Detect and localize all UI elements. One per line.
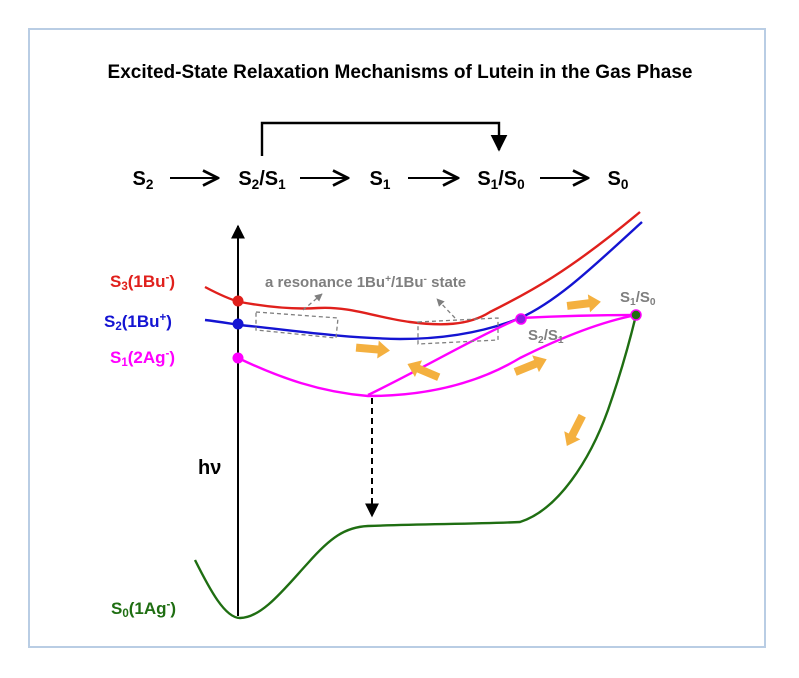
flow-arrow-s1-return (407, 360, 441, 381)
resonance-label: a resonance 1Bu+/1Bu- state (265, 274, 466, 292)
s0-curve (193, 314, 638, 620)
pathway-state-s2s1: S2/S1 (238, 168, 286, 192)
resonance-box-right (417, 317, 499, 345)
pathway-state-s2: S2 (133, 168, 154, 192)
diagram-title: Excited-State Relaxation Mechanisms of L… (108, 62, 693, 83)
ci-label-s2s1: S2/S1 (528, 327, 564, 346)
pathway-state-s1s0: S1/S0 (477, 168, 524, 192)
bypass-arrow (260, 121, 508, 156)
flow-arrow-s0-descent (564, 413, 586, 447)
figure-frame (28, 28, 766, 648)
pathway-state-s1: S1 (370, 168, 391, 192)
flow-arrow-s1-branch (513, 355, 547, 376)
flow-arrow-s2-well (355, 340, 390, 359)
fc-point-s3 (232, 295, 244, 307)
s3-label: S3(1Bu-) (110, 272, 175, 293)
resonance-pointer-right (436, 298, 456, 319)
fc-point-s1 (232, 352, 244, 364)
s2s1-to-s1s0-seam (519, 313, 637, 320)
s2-label: S2(1Bu+) (104, 312, 172, 333)
s1-curve (237, 313, 637, 398)
ci-point-s1s0 (630, 309, 642, 321)
s1-label: S1(2Ag-) (110, 348, 175, 369)
flow-arrow-to-s1s0 (566, 294, 601, 313)
ci-point-s2s1 (515, 313, 527, 325)
fc-point-s2 (232, 318, 244, 330)
ci-label-s1s0: S1/S0 (620, 289, 656, 308)
s0-label: S0(1Ag-) (111, 599, 176, 620)
pathway-state-s0: S0 (608, 168, 629, 192)
excitation-label: hν (198, 457, 221, 479)
s1-branch (367, 316, 521, 397)
